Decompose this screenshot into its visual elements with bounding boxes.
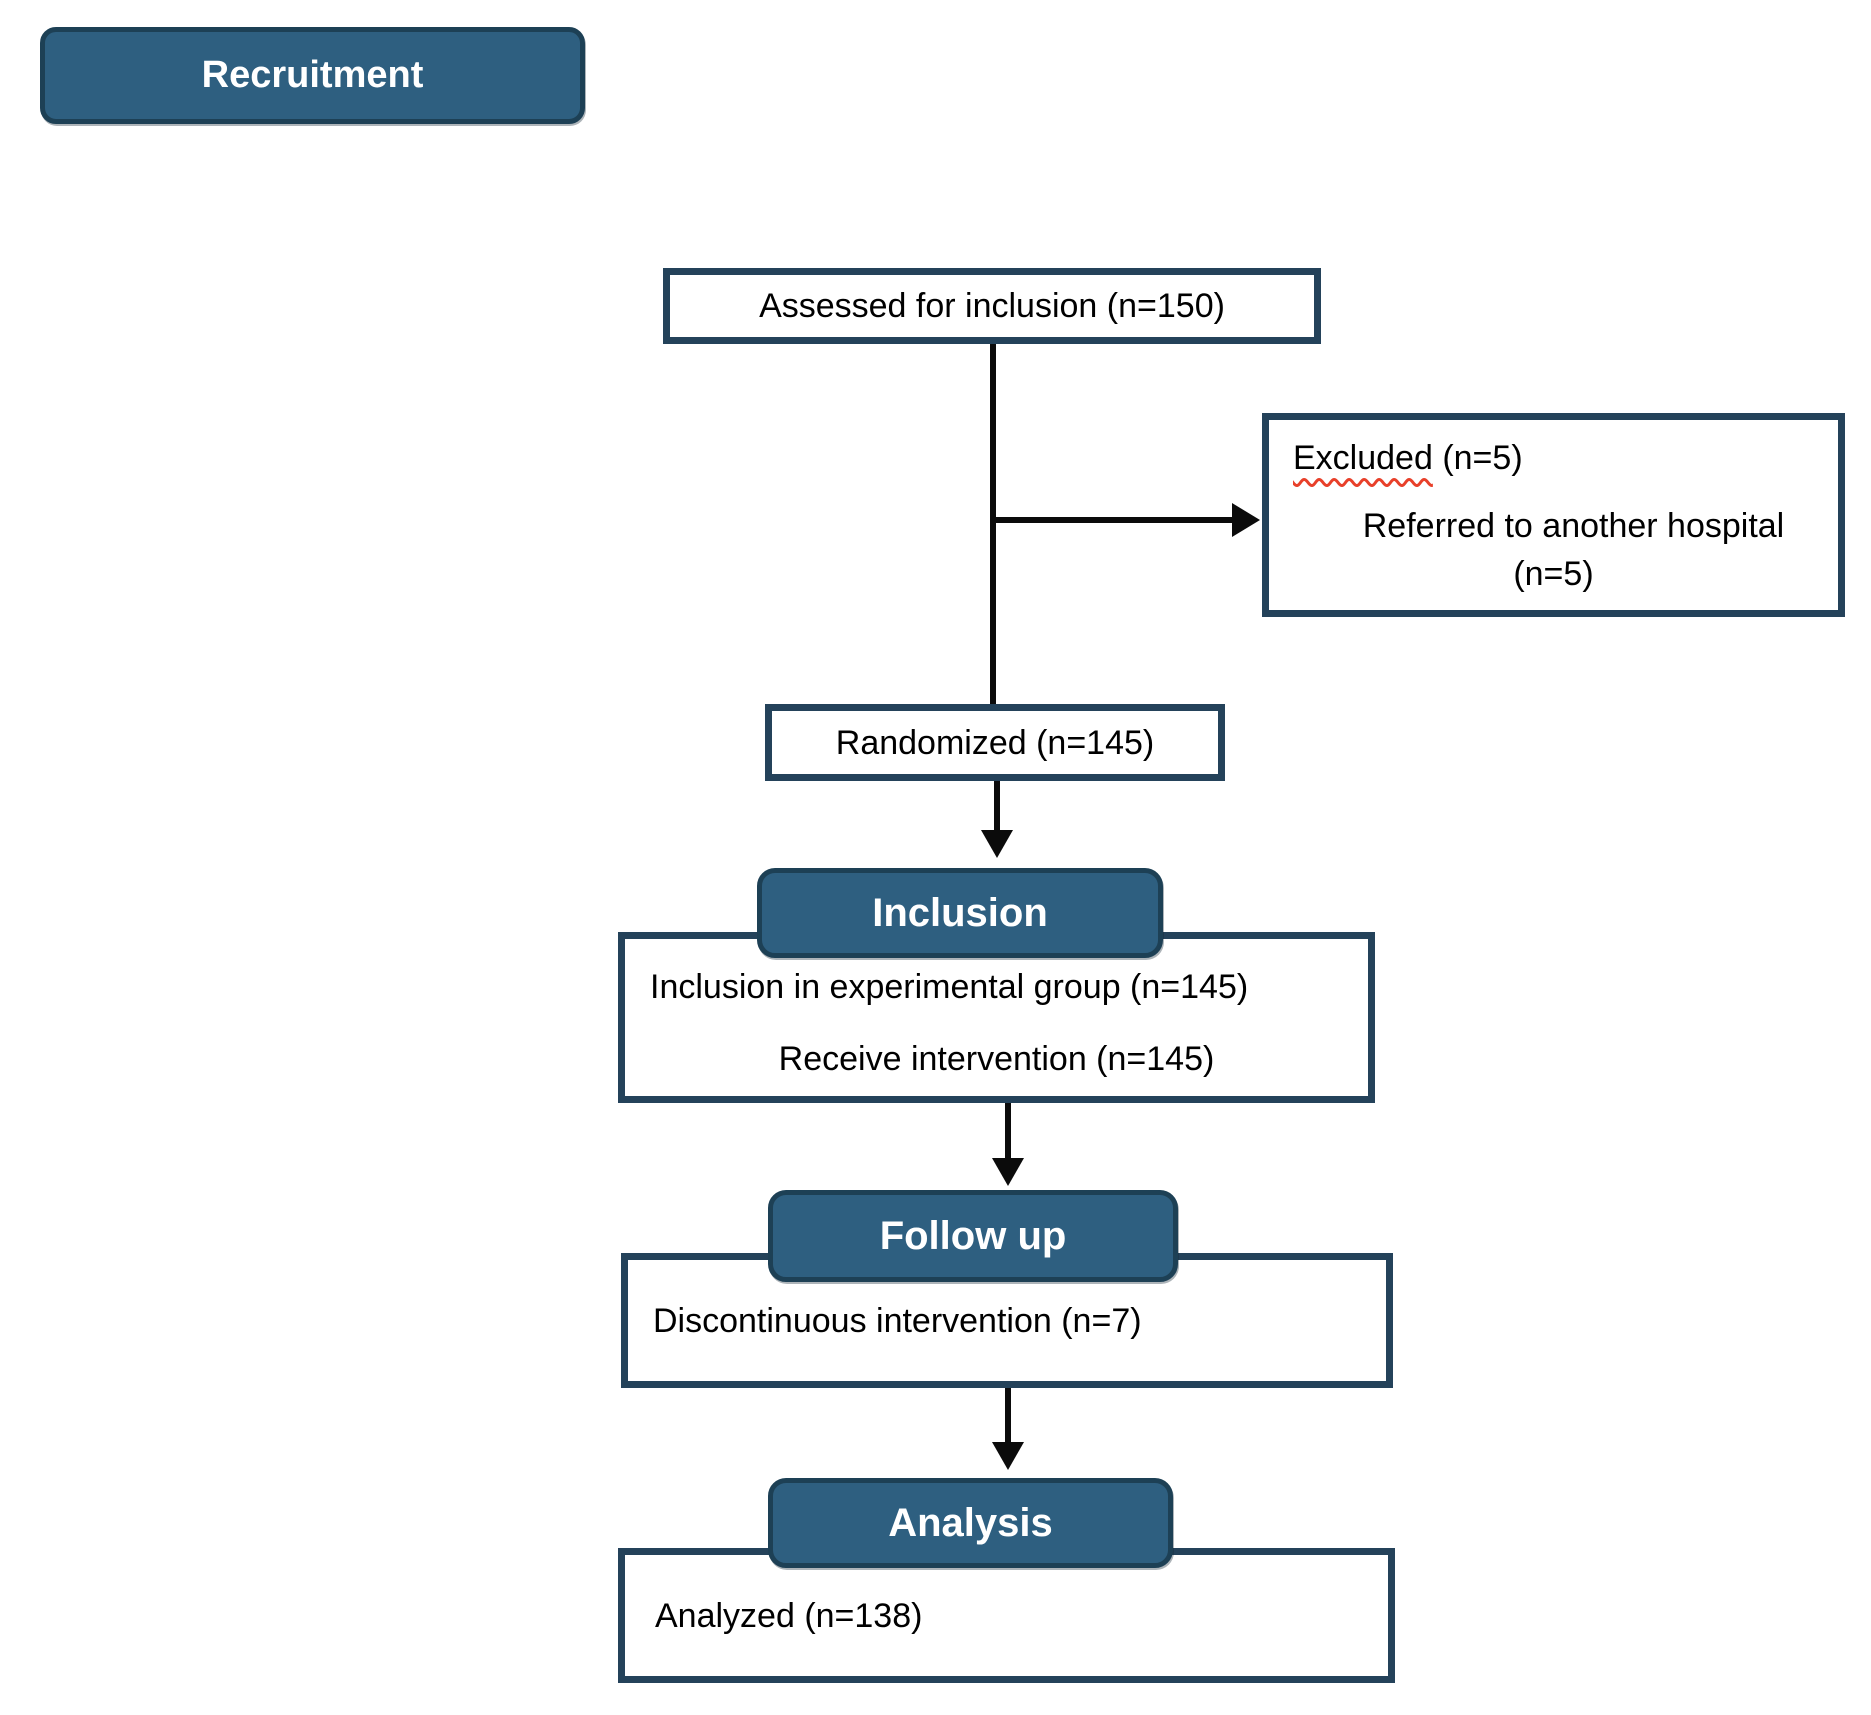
excluded-reason-count: (n=5) (1513, 555, 1594, 593)
followup-line1: Discontinuous intervention (n=7) (653, 1301, 1142, 1340)
excluded-box: Excluded (n=5) Referred to another hospi… (1262, 413, 1845, 617)
analysis-stage-label: Analysis (888, 1500, 1053, 1545)
inclusion-stage-pill: Inclusion (757, 868, 1163, 958)
assessed-text: Assessed for inclusion (n=150) (759, 287, 1225, 325)
arrowhead-analysis-icon (992, 1442, 1024, 1470)
inclusion-line2: Receive intervention (n=145) (778, 1039, 1215, 1078)
inclusion-line1: Inclusion in experimental group (n=145) (650, 967, 1249, 1006)
arrowhead-excluded-icon (1232, 503, 1260, 537)
excluded-title: Excluded (1293, 439, 1433, 477)
assessed-box: Assessed for inclusion (n=150) (663, 268, 1321, 344)
inclusion-stage-label: Inclusion (872, 890, 1048, 935)
arrowhead-inclusion-icon (981, 830, 1013, 858)
excluded-title-count: (n=5) (1432, 439, 1523, 477)
inclusion-box: Inclusion in experimental group (n=145) … (618, 932, 1375, 1103)
excluded-title-line: Excluded (n=5) (1293, 436, 1814, 480)
followup-stage-pill: Follow up (768, 1190, 1178, 1282)
randomized-box: Randomized (n=145) (765, 704, 1225, 781)
analysis-line1: Analyzed (n=138) (655, 1596, 923, 1635)
arrowhead-followup-icon (992, 1158, 1024, 1186)
analysis-stage-pill: Analysis (768, 1478, 1173, 1568)
followup-stage-label: Follow up (879, 1213, 1067, 1258)
randomized-text: Randomized (n=145) (835, 723, 1155, 762)
recruitment-stage-pill: Recruitment (40, 27, 585, 124)
analysis-box: Analyzed (n=138) (618, 1548, 1395, 1683)
excluded-reason: Referred to another hospital (1362, 507, 1785, 545)
recruitment-stage-label: Recruitment (201, 54, 424, 96)
